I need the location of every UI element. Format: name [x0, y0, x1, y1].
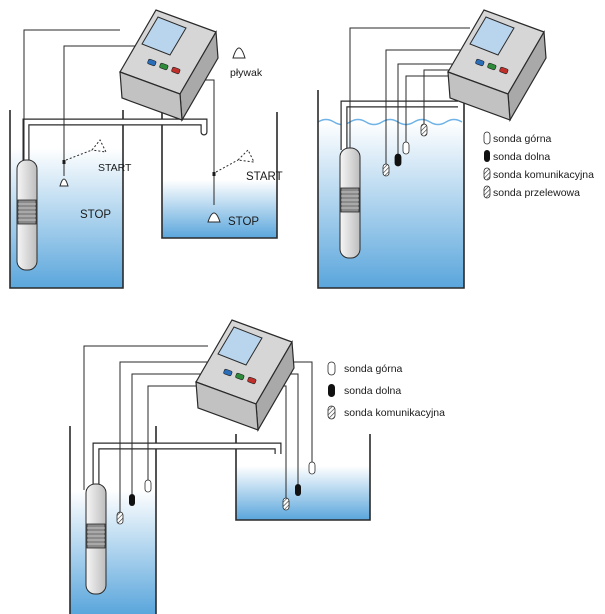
- submersible-pump: [16, 159, 38, 271]
- reservoir-tank-3: [235, 434, 371, 521]
- probe-upper: [402, 141, 410, 155]
- probe-lower-well: [129, 494, 135, 506]
- legend3-label-communication: sonda komunikacyjna: [344, 407, 445, 419]
- legend-icon-lower: [484, 150, 490, 162]
- probe-upper-reservoir: [308, 461, 316, 475]
- legend3-icon-lower: [328, 384, 335, 397]
- controller-unit-3: [195, 319, 295, 431]
- controller-unit: [119, 9, 219, 121]
- legend-label-upper: sonda górna: [493, 133, 552, 145]
- float-switch-2: START STOP: [207, 149, 283, 228]
- legend-icon-upper: [483, 131, 491, 145]
- well-tank-2: [317, 90, 465, 289]
- legend-icon-overflow: [483, 185, 491, 199]
- legend3-label-lower: sonda dolna: [344, 385, 401, 397]
- float-switch-1: START STOP: [59, 139, 132, 221]
- start-label-2: START: [246, 171, 283, 183]
- probe-upper-well: [144, 479, 152, 493]
- legend-label-overflow: sonda przelewowa: [493, 187, 580, 199]
- submersible-pump-3: [85, 483, 107, 595]
- float-icon: [232, 47, 246, 59]
- submersible-pump-2: [339, 147, 361, 259]
- float-legend-label: pływak: [230, 67, 263, 79]
- legend3-label-upper: sonda górna: [344, 363, 403, 375]
- reservoir-tank-right: [161, 112, 278, 239]
- probe-legend-2: sonda górna sonda dolna sonda komunikacy…: [483, 131, 594, 199]
- diagram-probes-two-tanks: sonda górna sonda dolna sonda komunikacy…: [69, 319, 445, 614]
- float-cable-2: [202, 79, 215, 172]
- legend-label-communication: sonda komunikacyjna: [493, 169, 594, 181]
- probe-lower: [394, 153, 402, 167]
- probe-communication-reservoir: [282, 497, 290, 511]
- probe-communication-well: [116, 511, 124, 525]
- controller-unit-2: [447, 9, 547, 121]
- legend-icon-communication: [483, 167, 491, 181]
- start-label-1: START: [98, 162, 132, 174]
- probe-communication: [382, 163, 390, 177]
- probe-overflow: [420, 123, 428, 137]
- float-legend: pływak: [230, 47, 263, 79]
- diagram-float-switch: START STOP START STOP pływak: [9, 9, 283, 289]
- float-cable-1: [63, 45, 140, 168]
- legend-label-lower: sonda dolna: [493, 151, 550, 163]
- probe-lower-reservoir: [295, 484, 301, 496]
- legend3-icon-communication: [327, 405, 336, 420]
- pump-cable: [23, 29, 120, 160]
- probe-legend-3: sonda górna sonda dolna sonda komunikacy…: [327, 361, 445, 420]
- stop-label-1: STOP: [80, 209, 111, 221]
- legend3-icon-upper: [327, 361, 336, 376]
- diagram-probes-single-well: sonda górna sonda dolna sonda komunikacy…: [317, 9, 594, 289]
- stop-label-2: STOP: [228, 216, 259, 228]
